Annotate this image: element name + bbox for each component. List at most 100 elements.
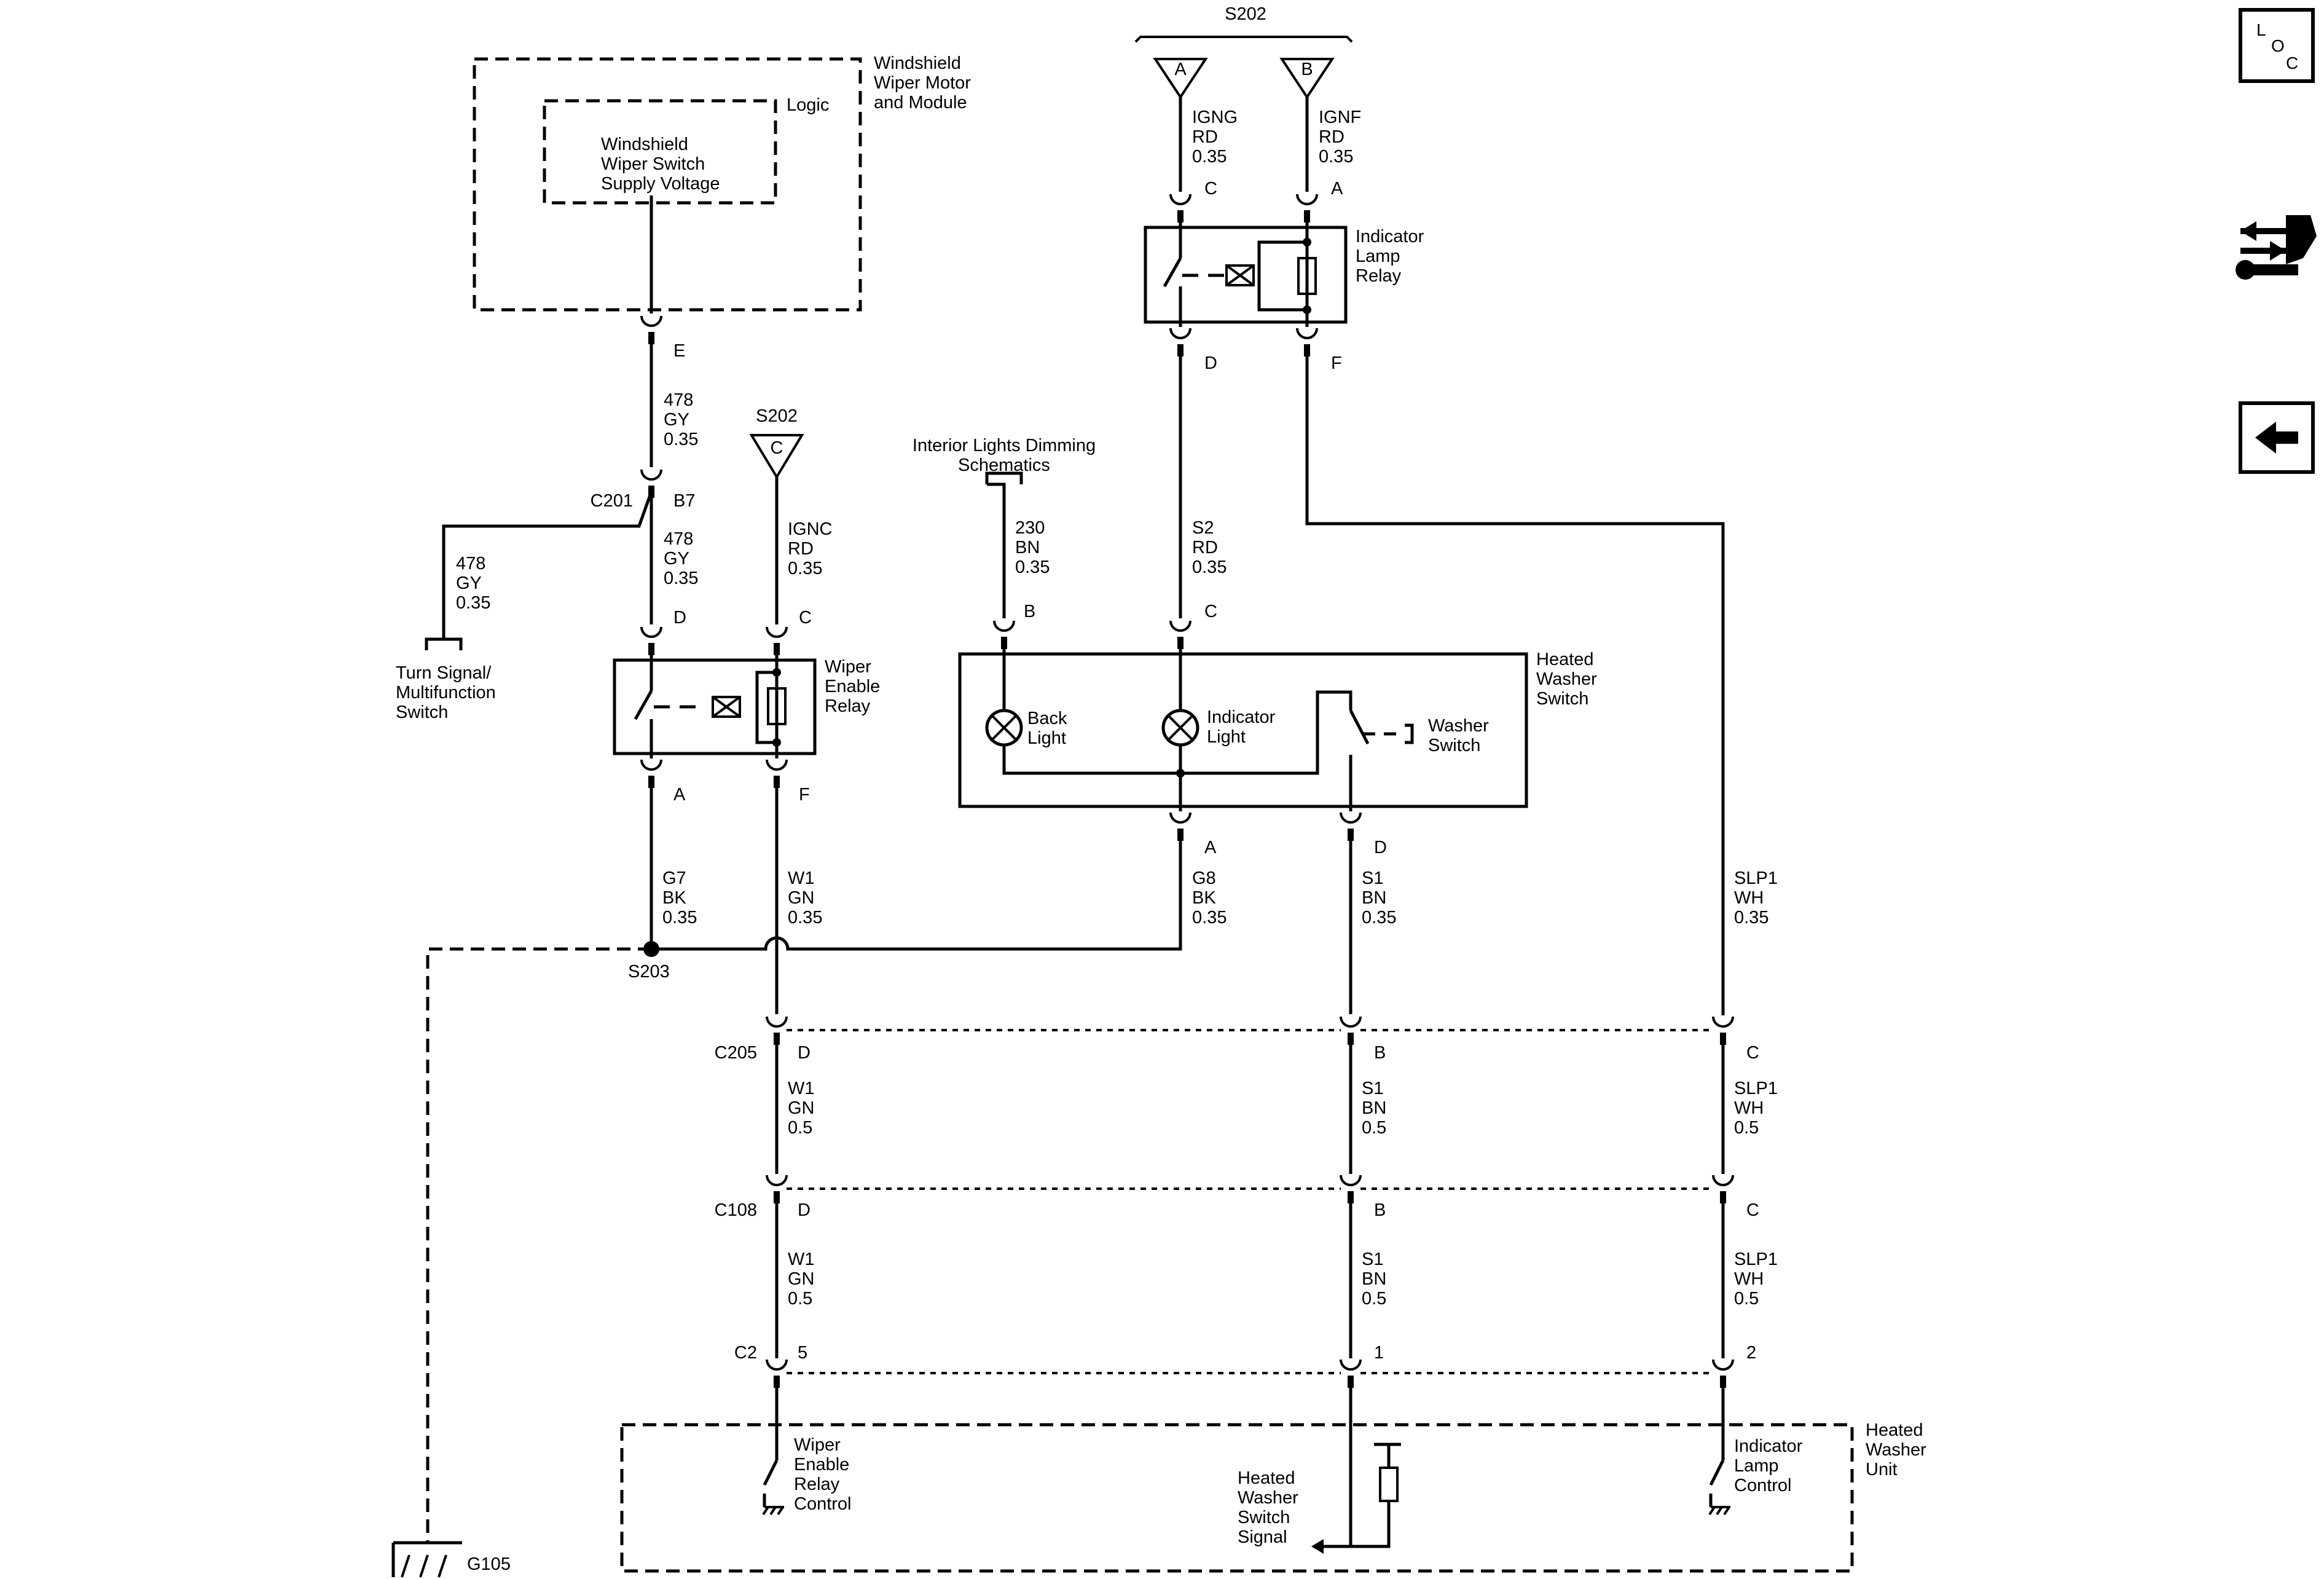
relay-connector-f xyxy=(1296,327,1318,358)
wire-s1c-size: 0.5 xyxy=(1362,1289,1386,1309)
top-splice-s202: S202 A B IGNG RD 0.35 IGNF RD 0.35 C A xyxy=(1134,4,1361,224)
wire-slp1a-color: WH xyxy=(1734,888,1764,908)
c2-pin-5-connector xyxy=(766,1358,788,1389)
wire-slp1a-circuit: SLP1 xyxy=(1734,868,1778,888)
switch-pin-a: A xyxy=(1204,838,1217,857)
c201-label: C201 xyxy=(591,491,633,511)
wire-g8-size: 0.35 xyxy=(1192,908,1227,927)
wiper-module-box xyxy=(473,57,862,312)
wire-w1c-circuit: W1 xyxy=(788,1250,815,1269)
c108-pin-c: C xyxy=(1746,1200,1759,1220)
wiper-relay-label-1: Wiper xyxy=(825,657,871,677)
washer-switch-label-1: Washer xyxy=(1428,716,1489,736)
wire-igng-size: 0.35 xyxy=(1192,147,1227,167)
turn-signal-label-2: Multifunction xyxy=(396,683,496,703)
s203-label: S203 xyxy=(628,962,670,982)
back-light-label-1: Back xyxy=(1027,709,1067,728)
g105-label: G105 xyxy=(467,1554,511,1574)
switch-connector-b xyxy=(993,620,1015,650)
interior-lights-reference: Interior Lights Dimming Schematics 230 B… xyxy=(913,436,1096,618)
indicator-light-label-2: Light xyxy=(1207,727,1246,747)
wiper-relay-connector-a xyxy=(640,758,662,789)
c201-pin: B7 xyxy=(673,491,695,511)
supply-voltage-label-3: Supply Voltage xyxy=(601,174,720,194)
wire-478-mid-circuit: 478 xyxy=(664,529,693,549)
wire-s1b-color: BN xyxy=(1362,1098,1386,1118)
wire-230-color: BN xyxy=(1015,538,1040,557)
interior-lights-label-1: Interior Lights Dimming xyxy=(913,436,1096,455)
c2-pin-2: 2 xyxy=(1746,1343,1756,1363)
wiper-ctrl-label-3: Relay xyxy=(794,1475,840,1494)
c108-pin-d-connector xyxy=(766,1174,788,1205)
wiper-relay-connector-f xyxy=(766,758,788,789)
relay-pin-d: D xyxy=(1204,353,1217,373)
wire-478-mid-size: 0.35 xyxy=(664,569,698,588)
wire-s2-circuit: S2 xyxy=(1192,518,1214,538)
heated-unit-label-2: Washer xyxy=(1866,1440,1926,1460)
c108-pin-d: D xyxy=(798,1200,811,1220)
wire-s1b-circuit: S1 xyxy=(1362,1079,1383,1098)
wiper-relay-connector-d xyxy=(640,626,662,656)
wire-w1a-color: GN xyxy=(788,888,815,908)
indicator-relay-box xyxy=(1144,226,1348,324)
wire-slp1b-color: WH xyxy=(1734,1098,1764,1118)
wiper-relay-box xyxy=(613,658,817,755)
back-button[interactable] xyxy=(2239,401,2315,474)
wiper-relay-label-3: Relay xyxy=(825,696,871,716)
switch-signal-label-1: Heated xyxy=(1238,1468,1295,1488)
supply-voltage-label-1: Windshield xyxy=(601,135,688,154)
indicator-relay-label-2: Lamp xyxy=(1356,246,1400,266)
lamp-ctrl-label-3: Control xyxy=(1734,1476,1792,1495)
indicator-relay-label-1: Indicator xyxy=(1356,227,1424,246)
washer-switch-contact xyxy=(1349,709,1370,745)
switch-pin-b: B xyxy=(1024,602,1035,621)
location-view-button[interactable]: L O C xyxy=(2239,8,2315,83)
wiper-relay-connector-c xyxy=(766,626,788,656)
c2-pin-1: 1 xyxy=(1374,1343,1384,1363)
turn-signal-label-1: Turn Signal/ xyxy=(396,663,492,683)
wire-slp1c-color: WH xyxy=(1734,1269,1764,1289)
module-pin-e: E xyxy=(673,341,685,361)
wire-s2-color: RD xyxy=(1192,538,1218,557)
wire-s1b-size: 0.5 xyxy=(1362,1118,1386,1138)
logic-box xyxy=(543,99,777,205)
relay-connector-c xyxy=(1169,193,1191,224)
wiper-enable-relay: D C Wiper Enable Relay A F xyxy=(613,608,880,805)
relay-resistor xyxy=(1297,257,1317,295)
wire-478-left-color: GY xyxy=(456,573,482,593)
wiper-module-label-3: and Module xyxy=(874,93,967,112)
s202-top-label: S202 xyxy=(1225,4,1266,24)
module-connector-e xyxy=(640,315,662,345)
lamp-ctrl-label-2: Lamp xyxy=(1734,1456,1779,1476)
indicator-lamp-relay: Indicator Lamp Relay D F xyxy=(1144,222,1424,373)
back-arrow-icon xyxy=(2255,422,2298,454)
wire-478-left-size: 0.35 xyxy=(456,593,490,613)
s202-c-label: S202 xyxy=(756,406,798,426)
wire-478-top-size: 0.35 xyxy=(664,430,698,449)
connector-view-button[interactable] xyxy=(2236,215,2317,280)
washer-switch-label-2: Switch xyxy=(1428,736,1480,755)
wire-igng-circuit: IGNG xyxy=(1192,108,1238,127)
wiper-control-switch xyxy=(763,1459,779,1486)
wiper-module-label-1: Windshield xyxy=(874,53,961,73)
relay-connector-d xyxy=(1169,327,1191,358)
wire-478-left-circuit: 478 xyxy=(456,554,485,573)
heated-unit-label-1: Heated xyxy=(1866,1420,1923,1440)
turn-signal-connector xyxy=(425,637,463,650)
wiper-relay-label-2: Enable xyxy=(825,677,880,696)
relay-coil xyxy=(1225,264,1255,286)
wire-ignc-size: 0.35 xyxy=(788,559,822,578)
relay-connector-a xyxy=(1296,193,1318,224)
relay-pin-c: C xyxy=(1204,179,1217,199)
loc-letter-c: C xyxy=(2286,53,2298,73)
heated-washer-switch: B C Heated Washer Switch Back Light Indi… xyxy=(958,602,1597,857)
turn-signal-label-3: Switch xyxy=(396,703,448,722)
c205-label: C205 xyxy=(715,1043,757,1063)
lamp-control-switch xyxy=(1709,1459,1725,1486)
signal-arrow-icon xyxy=(1311,1539,1324,1554)
wire-slp1c-size: 0.5 xyxy=(1734,1289,1759,1309)
wire-478-top-color: GY xyxy=(664,410,689,430)
loc-letter-l: L xyxy=(2256,20,2266,39)
wire-slp1a-size: 0.35 xyxy=(1734,908,1769,927)
splice-s202-c: S202 C IGNC RD 0.35 xyxy=(749,406,833,624)
